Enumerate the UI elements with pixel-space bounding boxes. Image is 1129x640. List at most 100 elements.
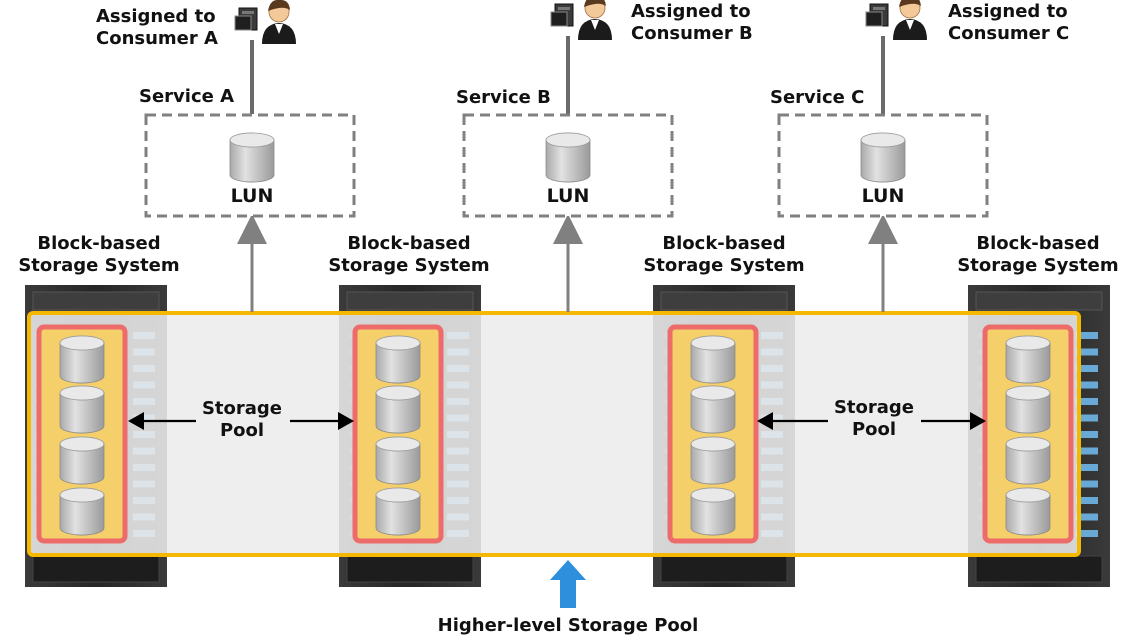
disk-icon (1005, 335, 1051, 384)
service-a-lun-label: LUN (230, 185, 274, 207)
disk-icon-top (375, 335, 421, 351)
database-cylinder-icon-top (860, 132, 906, 148)
arrow-right-icon (970, 412, 986, 430)
rack-top-panel (975, 291, 1103, 311)
disk-icon-top (1005, 487, 1051, 503)
storage-system-3-line2: Storage System (643, 255, 805, 276)
database-cylinder-icon (229, 132, 275, 183)
consumers (234, 0, 927, 44)
computer-drive (242, 11, 254, 14)
disk-icon (59, 335, 105, 384)
person-hair (584, 0, 606, 7)
storage-pool-1-line1: Storage (201, 398, 283, 419)
computer-monitor (234, 15, 252, 31)
computer-drive (873, 7, 885, 10)
disk-icon-top (59, 487, 105, 503)
disk-icon-body (690, 494, 736, 536)
disk-icon-top (1005, 335, 1051, 351)
service-boxes (144, 113, 989, 218)
storage-pool-1-label: Storage Pool (192, 398, 292, 442)
rack-led (1076, 398, 1098, 405)
storage-pool-2 (352, 324, 444, 544)
database-cylinder-icon (545, 132, 591, 183)
disk-icon-body (1005, 342, 1051, 384)
disk-icon (375, 487, 421, 536)
rack-led (1076, 332, 1098, 339)
disk-icon-top (690, 487, 736, 503)
storage-system-2-label: Block-based Storage System (314, 233, 504, 277)
consumer-b-line2: Consumer B (631, 23, 753, 44)
rack-led (1076, 497, 1098, 504)
consumer-a-line1: Assigned to (96, 6, 216, 27)
arrow-right-icon (338, 412, 354, 430)
rack-vent (975, 555, 1103, 583)
storage-system-2-line1: Block-based (347, 233, 471, 254)
disk-icon-top (1005, 385, 1051, 401)
disk-icon (375, 436, 421, 485)
service-box-1 (144, 113, 356, 218)
disk-icon-body (375, 342, 421, 384)
computer-drive (558, 7, 570, 10)
disk-icon (690, 335, 736, 384)
disk-icon-top (690, 436, 736, 452)
service-c-title: Service C (770, 87, 865, 108)
database-cylinder-icon-body (545, 139, 591, 183)
service-b-title: Service B (456, 87, 551, 108)
disk-icon-top (690, 335, 736, 351)
person-shirt (906, 20, 914, 30)
disk-icon-top (375, 385, 421, 401)
pool-box (667, 324, 759, 544)
database-cylinder-icon-top (545, 132, 591, 148)
person-shirt (591, 20, 599, 30)
disk-icon-top (375, 436, 421, 452)
rack-led (1076, 381, 1098, 389)
disk-icon-body (690, 443, 736, 485)
storage-pool-1-line2: Pool (219, 420, 265, 441)
service-b-lun-label: LUN (546, 185, 590, 207)
person-hair (268, 0, 290, 11)
database-cylinder-icon-top (229, 132, 275, 148)
storage-pool-2-line2: Pool (851, 419, 897, 440)
storage-pool-3 (667, 324, 759, 544)
arrow-left-icon (128, 412, 144, 430)
disk-icon-body (375, 392, 421, 434)
storage-system-4-line1: Block-based (976, 233, 1100, 254)
disk-icon-top (375, 487, 421, 503)
consumer-c-label: Assigned to Consumer C (948, 1, 1069, 45)
disk-icon-top (59, 385, 105, 401)
rack-led (1076, 348, 1098, 356)
storage-pool-4 (982, 324, 1074, 544)
disk-icon (59, 385, 105, 434)
storage-pool-2-label: Storage Pool (824, 397, 924, 441)
service-c-lun-label: LUN (861, 185, 905, 207)
higher-level-pool-arrow (550, 560, 586, 608)
rack-led (1076, 414, 1098, 422)
disk-icon-body (1005, 392, 1051, 434)
rack-led (1076, 530, 1098, 537)
storage-system-3-label: Block-based Storage System (629, 233, 819, 277)
disk-icon (59, 436, 105, 485)
database-cylinder-icon-body (229, 139, 275, 183)
disk-icon-body (59, 494, 105, 536)
user-with-computer-icon (550, 0, 612, 40)
rack-led (1076, 431, 1098, 438)
disk-icon (375, 335, 421, 384)
pool-box (352, 324, 444, 544)
consumer-a-line2: Consumer A (96, 28, 218, 49)
storage-system-3-line1: Block-based (662, 233, 786, 254)
service-a-title: Service A (139, 86, 235, 107)
rack-vent (346, 555, 474, 583)
disk-icon-body (375, 494, 421, 536)
person-shirt (275, 24, 283, 34)
database-cylinder-icon-body (860, 139, 906, 183)
pool-box (36, 324, 128, 544)
storage-system-1-label: Block-based Storage System (4, 233, 194, 277)
disk-icon-body (690, 392, 736, 434)
computer-monitor (865, 11, 883, 27)
disk-icon-body (1005, 443, 1051, 485)
rack-top-panel (32, 291, 160, 311)
rack-led (1076, 464, 1098, 471)
storage-system-1-line2: Storage System (18, 255, 180, 276)
consumer-a-label: Assigned to Consumer A (96, 6, 218, 50)
